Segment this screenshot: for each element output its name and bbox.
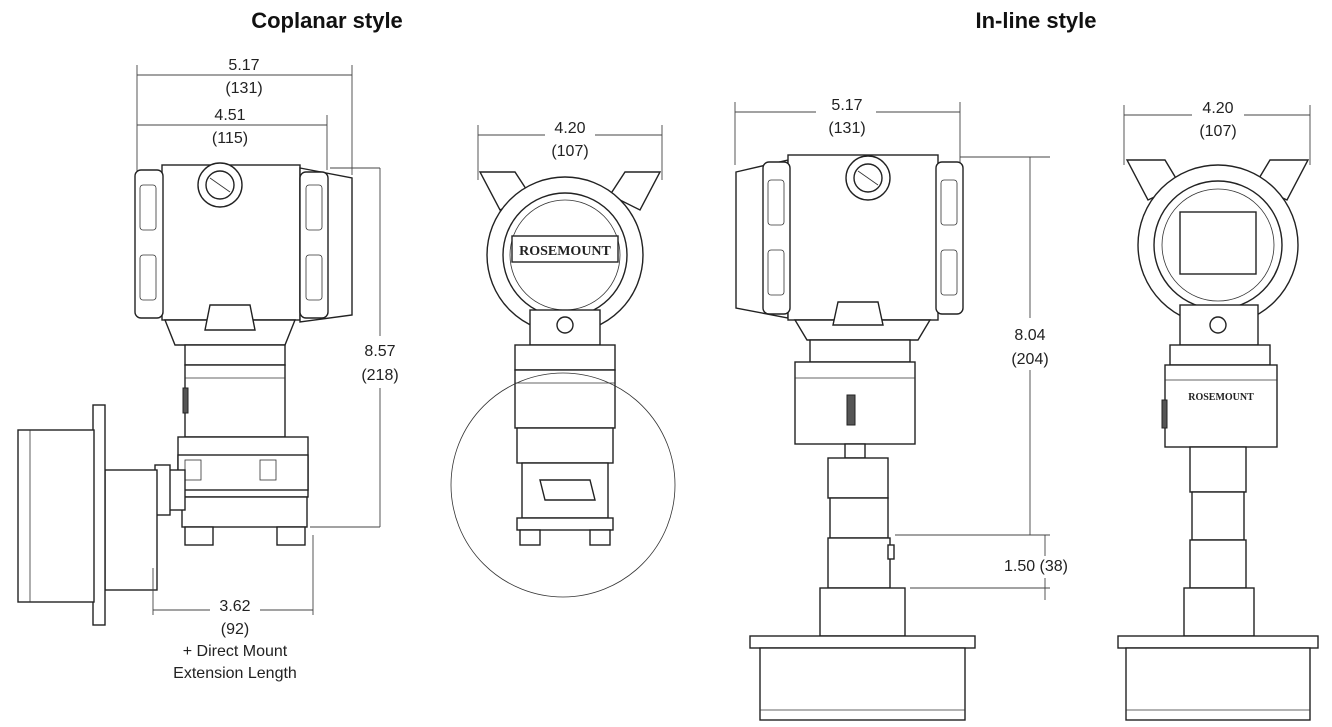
inline-height: 8.04 (1014, 327, 1045, 344)
coplanar-overall-width-mm: (131) (225, 80, 262, 97)
inline-front-view: 4.20 (107) ROSEMOUNT (1117, 98, 1319, 721)
coplanar-front-view: 4.20 (107) ROSEMOUNT (450, 118, 676, 598)
coplanar-housing-width: 4.51 (214, 107, 245, 124)
inline-height-mm: (204) (1011, 351, 1048, 368)
coplanar-mount-note-2: Extension Length (173, 665, 297, 682)
inline-offset: 1.50 (38) (1004, 558, 1068, 575)
coplanar-mount-width: 3.62 (219, 598, 250, 615)
inline-front-width-mm: (107) (1199, 123, 1236, 140)
coplanar-height: 8.57 (364, 343, 395, 360)
coplanar-mount-note-1: + Direct Mount (183, 643, 288, 660)
coplanar-heading: Coplanar style (251, 8, 403, 33)
inline-overall-width-mm: (131) (828, 120, 865, 137)
coplanar-front-logo: ROSEMOUNT (519, 244, 611, 259)
coplanar-height-mm: (218) (361, 367, 398, 384)
coplanar-side-view: 5.17 (131) 4.51 (115) (17, 57, 405, 682)
inline-front-width: 4.20 (1202, 100, 1233, 117)
inline-overall-width: 5.17 (831, 97, 862, 114)
inline-front-logo: ROSEMOUNT (1188, 392, 1254, 403)
inline-side-view: 5.17 (131) 8.04 (734, 96, 1082, 721)
coplanar-mount-width-mm: (92) (221, 621, 249, 638)
inline-heading: In-line style (975, 8, 1096, 33)
coplanar-front-width: 4.20 (554, 120, 585, 137)
coplanar-front-width-mm: (107) (551, 143, 588, 160)
coplanar-housing-width-mm: (115) (212, 130, 248, 147)
coplanar-overall-width: 5.17 (228, 57, 259, 74)
